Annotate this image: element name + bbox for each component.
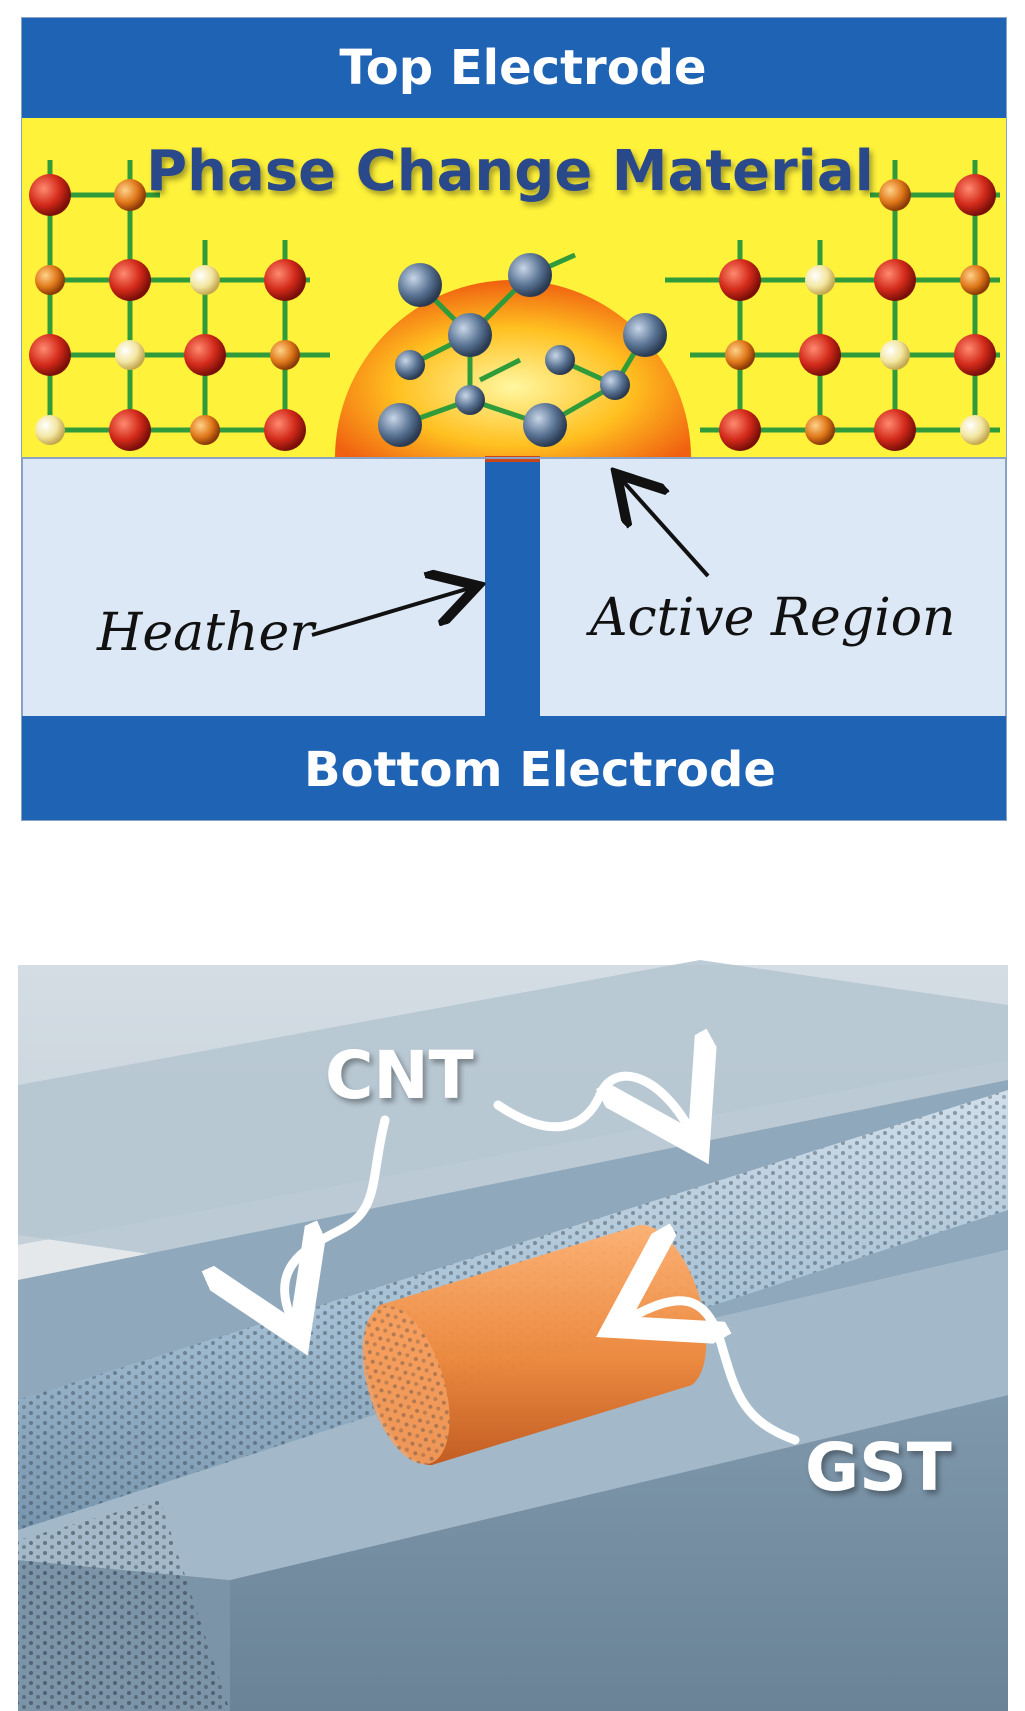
heater-arrow	[311, 588, 470, 637]
gst-arrow	[630, 1301, 800, 1445]
substrate-front-face	[230, 1395, 1008, 1711]
top-electrode	[22, 18, 1006, 118]
heater-pillar	[485, 458, 540, 716]
gst-label: GST	[805, 1429, 952, 1506]
crystalline-atoms-right	[719, 174, 996, 451]
amorphous-active-region	[335, 280, 691, 458]
cnt-arrow-left	[285, 1115, 390, 1320]
cnt-label: CNT	[325, 1037, 474, 1114]
panel-a-cell-cross-section: Top Electrode	[21, 17, 1007, 821]
active-region-label: Active Region	[586, 588, 956, 648]
heater-label: Heather	[96, 603, 317, 663]
amorphous-atoms	[378, 253, 667, 447]
crystalline-atoms-left	[29, 174, 306, 451]
active-region-arrow	[622, 480, 710, 578]
bottom-electrode-label: Bottom Electrode	[304, 742, 776, 798]
phase-change-material-title: Phase Change Material	[146, 139, 874, 204]
bottom-electrode	[22, 716, 1006, 820]
top-electrode-label: Top Electrode	[339, 40, 706, 96]
cnt-arrow-right	[493, 1076, 690, 1130]
panel-b-cnt-device-3d: CNT GST	[18, 960, 1008, 1711]
nanotube-particle-cloud	[18, 1500, 230, 1711]
